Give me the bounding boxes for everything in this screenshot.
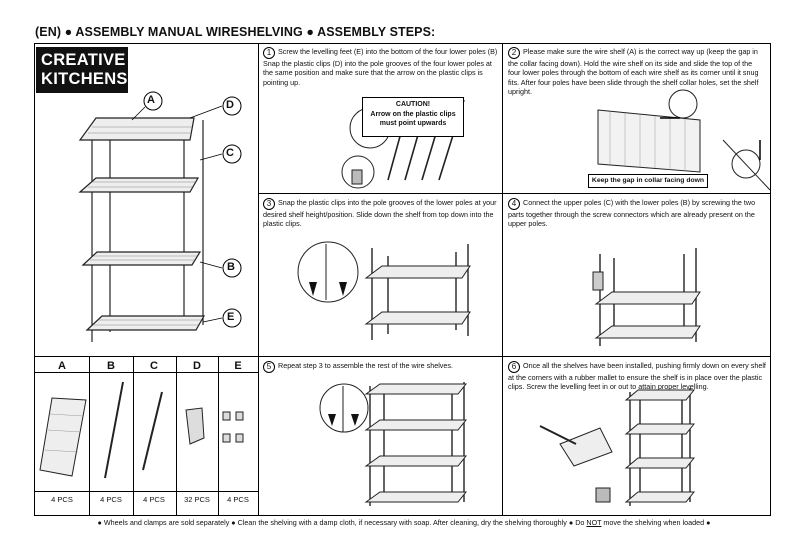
- part-qty: 32 PCS: [184, 495, 210, 504]
- caution-line: Arrow on the plastic clips: [370, 110, 456, 118]
- divider: [218, 356, 219, 516]
- step-number: 6: [508, 361, 520, 373]
- footer-not: NOT: [586, 518, 602, 527]
- page-title: (EN) ● ASSEMBLY MANUAL WIRESHELVING ● AS…: [35, 25, 436, 39]
- divider: [258, 43, 259, 516]
- divider: [133, 356, 134, 516]
- callout-label: D: [226, 99, 234, 111]
- callout-label: A: [147, 94, 155, 106]
- brand-logo: CREATIVE KITCHENS: [36, 47, 128, 93]
- divider: [502, 43, 503, 516]
- caution-line: must point upwards: [379, 120, 447, 127]
- step-text: Once all the shelves have been installed…: [508, 361, 766, 392]
- logo-line-1: CREATIVE: [41, 51, 126, 69]
- step-text: Screw the levelling feet (E) into the bo…: [263, 47, 498, 87]
- divider: [34, 491, 258, 492]
- part-qty: 4 PCS: [143, 495, 165, 504]
- caution-box: CAUTION! Arrow on the plastic clips must…: [362, 97, 464, 137]
- caution-title: CAUTION!: [395, 101, 431, 108]
- divider: [176, 356, 177, 516]
- footer-notes: ● Wheels and clamps are sold separately …: [0, 518, 808, 527]
- divider: [34, 372, 258, 373]
- part-letter: C: [150, 360, 158, 372]
- manual-frame: [34, 43, 771, 516]
- callout-label: C: [226, 147, 234, 159]
- step-number: 1: [263, 47, 275, 59]
- part-letter: E: [234, 360, 242, 372]
- step-text: Snap the plastic clips into the pole gro…: [263, 198, 497, 229]
- step-number: 3: [263, 198, 275, 210]
- step-text: Repeat step 3 to assemble the rest of th…: [278, 361, 453, 370]
- part-letter: B: [107, 360, 115, 372]
- part-qty: 4 PCS: [51, 495, 73, 504]
- step-text: Please make sure the wire shelf (A) is t…: [508, 47, 759, 96]
- gap-note: Keep the gap in collar facing down: [588, 174, 708, 188]
- footer-text: ● Wheels and clamps are sold separately …: [97, 518, 587, 527]
- logo-line-2: KITCHENS: [41, 70, 128, 88]
- step-number: 5: [263, 361, 275, 373]
- divider: [258, 193, 771, 194]
- footer-text: move the shelving when loaded ●: [601, 518, 711, 527]
- callout-label: B: [227, 261, 235, 273]
- divider: [34, 356, 771, 357]
- callout-label: E: [227, 311, 235, 323]
- step-text: Connect the upper poles (C) with the low…: [508, 198, 756, 229]
- step-number: 4: [508, 198, 520, 210]
- part-qty: 4 PCS: [100, 495, 122, 504]
- part-qty: 4 PCS: [227, 495, 249, 504]
- part-letter: A: [58, 360, 66, 372]
- divider: [89, 356, 90, 516]
- part-letter: D: [193, 360, 201, 372]
- step-number: 2: [508, 47, 520, 59]
